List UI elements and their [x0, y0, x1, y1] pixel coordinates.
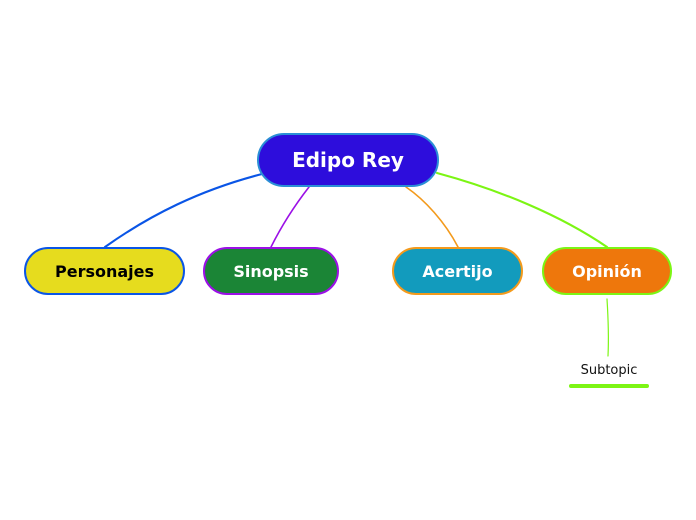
topic-personajes[interactable]: Personajes — [24, 247, 185, 295]
topic-sinopsis[interactable]: Sinopsis — [203, 247, 339, 295]
connector-personajes — [103, 172, 264, 249]
connector-subtopic — [606, 298, 610, 357]
subtopic-underline — [569, 384, 649, 388]
connector-sinopsis — [270, 186, 310, 248]
topic-label: Personajes — [54, 261, 155, 281]
connector-opinion — [435, 171, 609, 249]
subtopic-node[interactable]: Subtopic — [569, 360, 649, 388]
central-topic-label: Edipo Rey — [292, 148, 404, 172]
topic-opinion[interactable]: Opinión — [542, 247, 672, 295]
topic-label: Opinión — [572, 261, 642, 281]
subtopic-label: Subtopic — [580, 363, 638, 378]
connector-acertijo — [405, 186, 459, 248]
topic-label: Sinopsis — [233, 261, 309, 281]
central-topic-edipo-rey[interactable]: Edipo Rey — [257, 133, 439, 187]
topic-label: Acertijo — [422, 261, 493, 281]
topic-acertijo[interactable]: Acertijo — [392, 247, 523, 295]
